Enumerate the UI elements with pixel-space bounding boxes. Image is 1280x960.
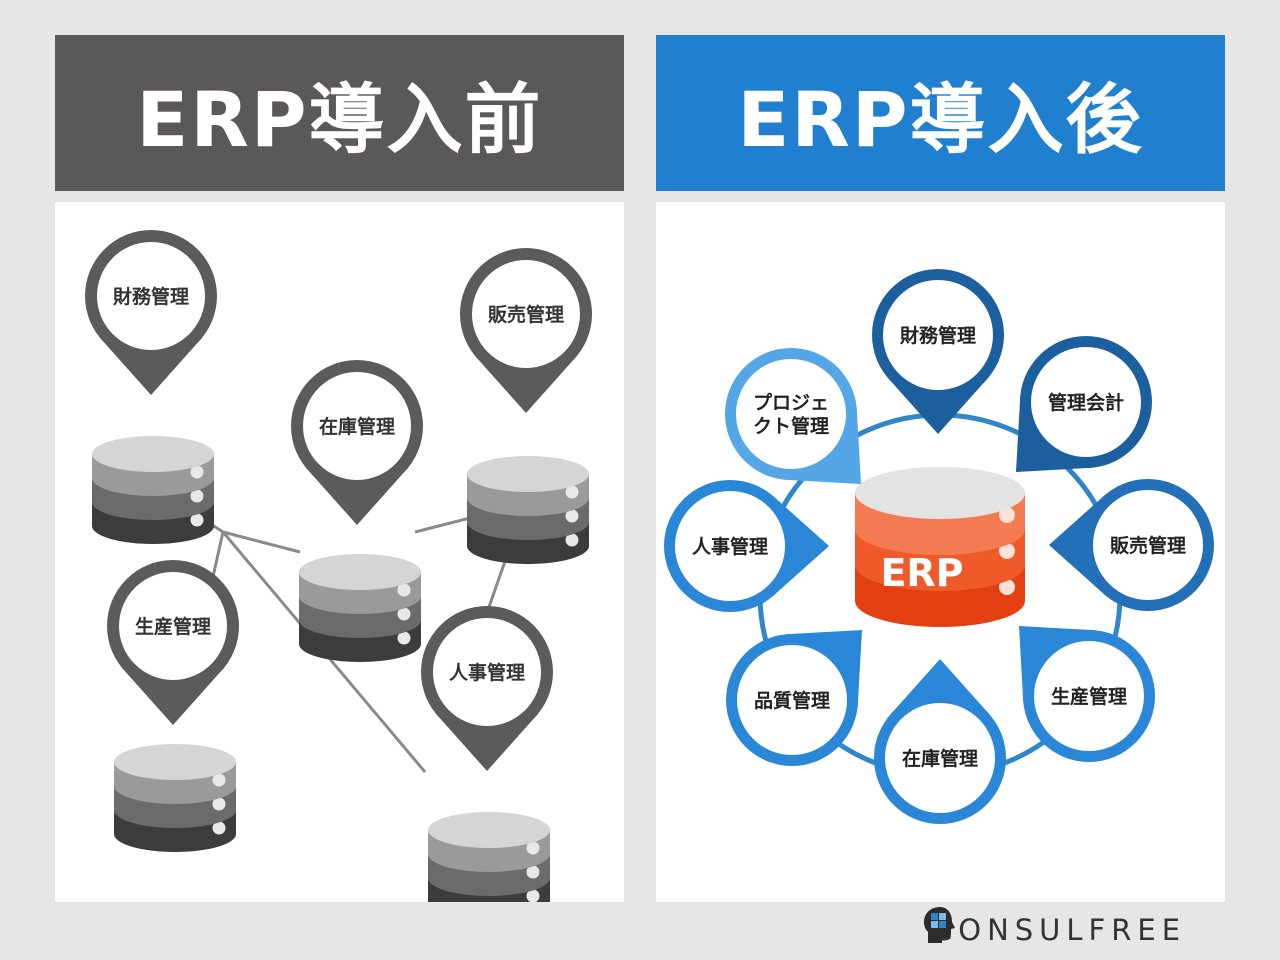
db-indicator (397, 631, 411, 645)
brand-logo: CONSULFREE (922, 905, 1186, 955)
after-node-inventory: 在庫管理 (874, 659, 1006, 824)
before-node-sales: 販売管理 (460, 248, 592, 564)
after-node-production: 生産管理 (1018, 625, 1155, 762)
after-node-sales: 販売管理 (1049, 479, 1214, 611)
db-top (92, 436, 214, 472)
db-indicator (565, 533, 579, 547)
before-node-production: 生産管理 (107, 560, 239, 852)
before-node-hr: 人事管理 (421, 606, 553, 902)
node-label: 販売管理 (1110, 534, 1186, 557)
after-title: ERP導入後 (737, 75, 1144, 164)
after-node-accounting: 管理会計 (1015, 336, 1152, 473)
node-label: 財務管理 (900, 324, 976, 347)
after-node-finance: 財務管理 (872, 269, 1004, 434)
pin-inner (119, 572, 227, 680)
db-indicator (565, 509, 579, 523)
pin-inner (472, 260, 580, 368)
db-indicator (190, 489, 204, 503)
db-indicator (397, 607, 411, 621)
pin-inner (1031, 347, 1141, 457)
db-indicator (397, 583, 411, 597)
before-node-finance: 財務管理 (85, 230, 217, 544)
pin-inner (1093, 490, 1203, 600)
pin-inner (737, 645, 847, 755)
before-node-inventory: 在庫管理 (291, 360, 423, 662)
node-label: 在庫管理 (902, 747, 978, 770)
before-title: ERP導入前 (136, 75, 543, 164)
node-label: 販売管理 (488, 303, 564, 326)
pin-inner (883, 280, 993, 390)
node-label: 財務管理 (113, 285, 189, 308)
brand-name: CONSULFREE (932, 913, 1187, 947)
connection-line (222, 530, 301, 554)
db-indicator (212, 821, 226, 835)
node-label: 在庫管理 (319, 415, 395, 438)
pin-inner (303, 372, 411, 480)
erp-indicator (999, 579, 1015, 595)
node-label: 生産管理 (1051, 685, 1127, 708)
node-label: プロジェクト管理 (753, 391, 829, 438)
db-indicator (190, 465, 204, 479)
pin-inner (885, 703, 995, 813)
head-puzzle-icon (924, 907, 955, 943)
after-panel: ERP 財務管理管理会計販売管理生産管理在庫管理 品質管理 人事管理 プロジェクト管理 (656, 202, 1225, 902)
db-top (114, 744, 236, 780)
db-indicator (565, 485, 579, 499)
pin-inner (736, 359, 846, 469)
db-indicator (212, 773, 226, 787)
db-top (428, 812, 550, 848)
db-indicator (190, 513, 204, 527)
erp-database: ERP (855, 467, 1025, 627)
db-top (299, 554, 421, 590)
node-label: 人事管理 (449, 661, 525, 684)
node-label: 生産管理 (135, 615, 211, 638)
before-header: ERP導入前 (55, 35, 624, 191)
db-indicator (526, 841, 540, 855)
erp-indicator (999, 507, 1015, 523)
after-node-quality: 品質管理 (726, 629, 863, 766)
erp-label: ERP (880, 551, 963, 595)
after-header: ERP導入後 (656, 35, 1225, 191)
pin-inner (433, 618, 541, 726)
db-indicator (526, 889, 540, 902)
before-panel: 財務管理販売管理在庫管理生産管理人事管理 (55, 202, 624, 902)
db-indicator (212, 797, 226, 811)
db-top (467, 456, 589, 492)
node-label: 品質管理 (754, 689, 830, 712)
after-node-project: プロジェクト管理 (725, 348, 862, 485)
node-label: 管理会計 (1048, 391, 1124, 414)
erp-indicator (999, 543, 1015, 559)
node-label: 人事管理 (692, 535, 768, 558)
pin-inner (97, 242, 205, 350)
erp-top (855, 467, 1025, 519)
pin-inner (675, 491, 785, 601)
pin-inner (1034, 641, 1144, 751)
after-node-hr: 人事管理 (664, 480, 829, 612)
db-indicator (526, 865, 540, 879)
